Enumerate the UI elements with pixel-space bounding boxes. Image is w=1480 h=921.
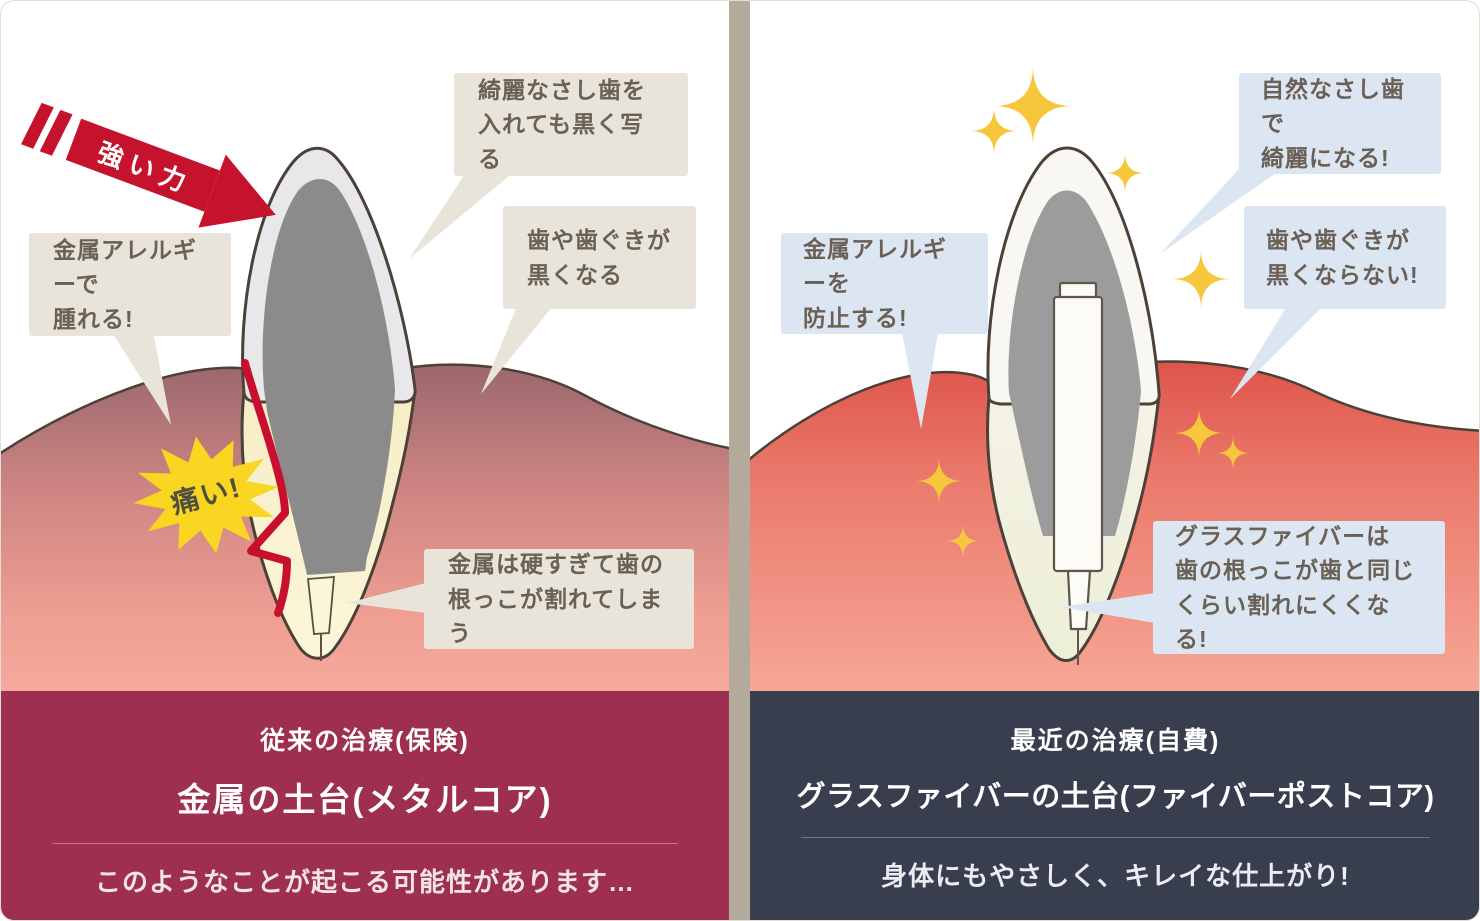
- fiber-post-illustration: 自然なさし歯で 綺麗になる! 歯や歯ぐきが 黒くならない! 金属アレルギーを 防…: [750, 1, 1479, 691]
- metal-core-illustration: 痛い! 強い力 綺麗なさし歯を 入れても黒く写る 歯や歯ぐきが 黒くなる 金属ア…: [1, 1, 729, 691]
- crack-line: [241, 359, 291, 617]
- banner-metal-core: 従来の治療(保険) 金属の土台(メタルコア) このようなことが起こる可能性があり…: [1, 691, 729, 920]
- bubble-crown-discoloration: 綺麗なさし歯を 入れても黒く写る: [454, 73, 688, 176]
- treatment-subtitle: 最近の治療(自費): [1010, 727, 1221, 755]
- bubble-metal-allergy: 金属アレルギーで 腫れる!: [29, 233, 231, 336]
- bubble-gum-blackening: 歯や歯ぐきが 黒くなる: [503, 206, 696, 309]
- root-canal: [307, 576, 335, 635]
- metal-core: [262, 179, 395, 575]
- tail-bubble-gum: [1230, 301, 1328, 399]
- sparkle-icons: [915, 66, 1250, 558]
- tail-bubble-allergy: [111, 331, 171, 425]
- tail-bubble-root: [347, 583, 426, 613]
- tail-bubble-crown: [409, 171, 515, 259]
- tail-bubble-root: [1061, 593, 1155, 623]
- panel-fiber-post-core: 自然なさし歯で 綺麗になる! 歯や歯ぐきが 黒くならない! 金属アレルギーを 防…: [750, 1, 1479, 920]
- tail-bubble-crown: [1161, 166, 1282, 253]
- bubble-natural-crown: 自然なさし歯で 綺麗になる!: [1239, 73, 1441, 174]
- fiber-post: [1052, 281, 1104, 631]
- banner-divider-line: [51, 843, 679, 844]
- panel-divider: [729, 1, 750, 920]
- fiber-post-drawing: [750, 66, 1479, 691]
- tail-bubble-allergy: [901, 328, 939, 429]
- treatment-title: 金属の土台(メタルコア): [177, 781, 553, 818]
- banner-fiber-post: 最近の治療(自費) グラスファイバーの土台(ファイバーポストコア) 身体にもやさ…: [750, 691, 1479, 920]
- bubble-fiber-strength: グラスファイバーは 歯の根っこが歯と同じ くらい割れにくくなる!: [1153, 521, 1445, 654]
- metal-core-drawing: 痛い!: [1, 146, 729, 691]
- treatment-caption: 身体にもやさしく、キレイな仕上がり!: [881, 861, 1350, 891]
- pain-burst-icon: 痛い!: [133, 436, 279, 554]
- bubble-root-fracture: 金属は硬すぎて歯の 根っこが割れてしまう: [424, 549, 694, 649]
- treatment-subtitle: 従来の治療(保険): [260, 727, 470, 755]
- bubble-no-blackening: 歯や歯ぐきが 黒くならない!: [1244, 206, 1446, 309]
- bubble-prevent-allergy: 金属アレルギーを 防止する!: [781, 233, 988, 334]
- banner-divider-line: [801, 837, 1430, 838]
- panel-metal-core: 痛い! 強い力 綺麗なさし歯を 入れても黒く写る 歯や歯ぐきが 黒くなる 金属ア…: [1, 1, 729, 920]
- treatment-caption: このようなことが起こる可能性があります…: [94, 867, 635, 897]
- tail-bubble-gum: [481, 301, 557, 394]
- treatment-title: グラスファイバーの土台(ファイバーポストコア): [796, 781, 1435, 813]
